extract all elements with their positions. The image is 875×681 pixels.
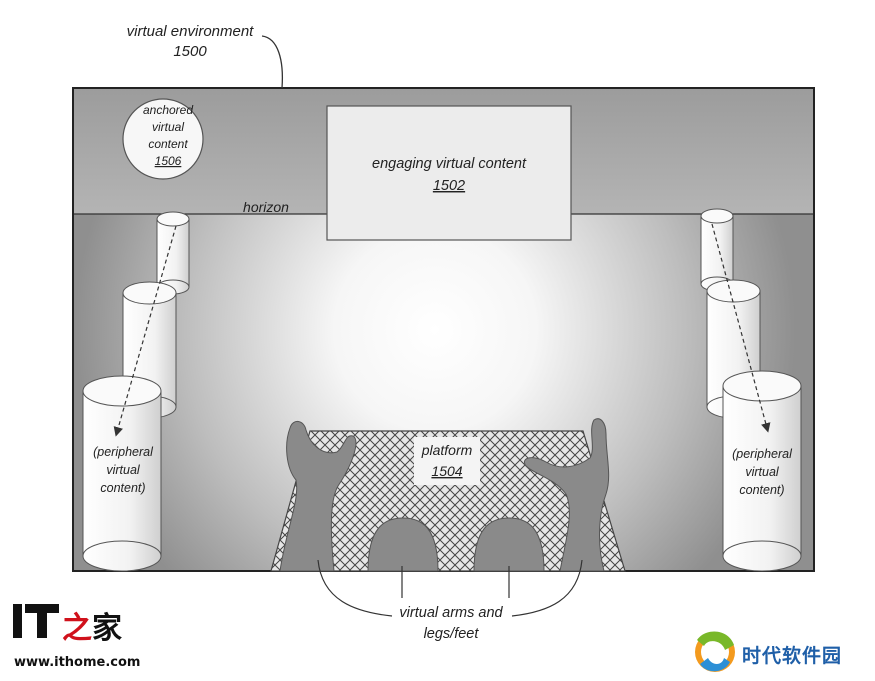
- peripheral-cylinders-right: (peripheral virtual content): [700, 208, 802, 572]
- svg-text:之: 之: [62, 611, 92, 646]
- horizon-label: horizon: [243, 199, 289, 215]
- anchored-line1: anchored: [143, 103, 193, 117]
- ithome-url: www.ithome.com: [14, 655, 141, 670]
- platform: platform 1504: [270, 418, 626, 572]
- anchored-line2: virtual: [152, 120, 184, 134]
- left-arm-shape: [279, 421, 357, 572]
- peripheral-right-line1: (peripheral: [732, 447, 793, 461]
- site-name: 时代软件园: [742, 645, 843, 667]
- peripheral-right-line3: content): [739, 483, 784, 497]
- peripheral-left-arrow: [113, 225, 177, 437]
- cylinder-right-small: [700, 208, 734, 292]
- ithome-logo: 之 家: [13, 604, 122, 646]
- limb-leader-4: [511, 559, 583, 617]
- env-ref: 1500: [173, 43, 207, 60]
- right-arm-shape: [524, 418, 610, 572]
- cylinder-left-small: [156, 211, 190, 295]
- anchored-line3: content: [148, 137, 188, 151]
- limbs-line2: legs/feet: [424, 626, 480, 642]
- limbs-callout: virtual arms and legs/feet: [317, 559, 583, 642]
- platform-ref: 1504: [431, 463, 462, 479]
- right-leg-shape: [473, 517, 545, 572]
- anchored-content-circle: anchored virtual content 1506: [122, 98, 204, 180]
- limb-leader-1: [317, 559, 393, 617]
- peripheral-cylinders-left: (peripheral virtual content): [82, 211, 190, 572]
- cylinder-right-large: [722, 370, 802, 572]
- engaging-content-panel: engaging virtual content 1502: [326, 105, 572, 241]
- peripheral-right-arrow: [711, 223, 771, 433]
- svg-text:家: 家: [92, 611, 122, 646]
- peripheral-left-line1: (peripheral: [93, 445, 154, 459]
- peripheral-left-line2: virtual: [106, 463, 141, 477]
- anchored-ref: 1506: [155, 154, 182, 168]
- peripheral-right-line2: virtual: [745, 465, 780, 479]
- peripheral-left-line3: content): [100, 481, 145, 495]
- engaging-ref: 1502: [433, 178, 465, 194]
- env-label: virtual environment: [127, 23, 255, 40]
- left-leg-shape: [367, 517, 439, 572]
- engaging-label: engaging virtual content: [372, 156, 527, 172]
- site-logo-icon: [695, 631, 735, 672]
- limbs-line1: virtual arms and: [399, 605, 503, 621]
- cylinder-left-large: [82, 375, 162, 572]
- platform-label: platform: [421, 442, 473, 458]
- platform-label-bg: [414, 437, 480, 485]
- env-leader-line: [261, 35, 284, 89]
